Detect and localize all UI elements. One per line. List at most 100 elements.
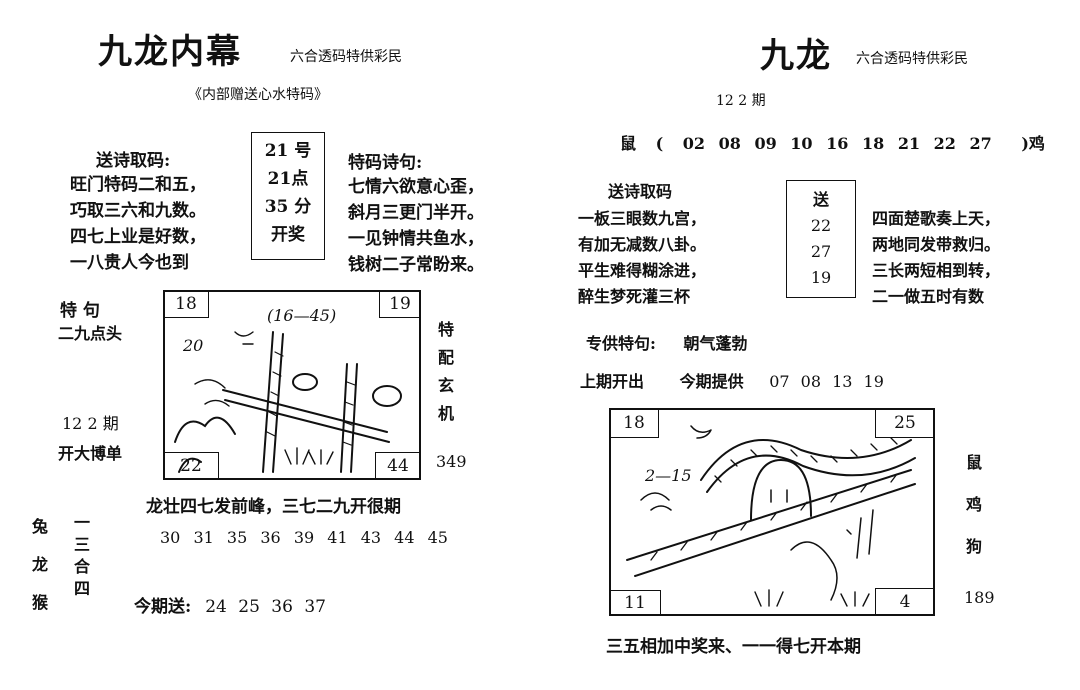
special-label: 专供特句: [586,334,656,353]
left-dragon-line: 龙壮四七发前峰，三七二九开很期 [146,497,401,517]
left-poem-line: 巧取三六和九数。 [70,201,206,221]
left-te-ju-label: 特 句 [60,301,100,321]
left-period: 12 2 期 [62,414,119,433]
send-line: 送 [812,190,829,209]
special-poem-line: 钱树二子常盼来。 [348,255,484,275]
corner-tl: 18 [609,408,659,438]
right-side-number: 189 [964,588,995,607]
draw-time-line: 35 分 [264,197,312,217]
right-poem2-line: 二一做五时有数 [872,287,985,306]
right-provide-row: 上期开出 今期提供 07 08 13 19 [580,368,884,392]
zodiac-note: 四 [74,579,91,598]
left-side-chars: 特 配 玄 机 [438,316,454,428]
today-label: 今期送: [134,597,192,617]
number: 43 [360,528,382,547]
number: 18 [861,134,885,153]
number: 44 [394,528,415,547]
left-title: 九龙内幕 [98,32,242,72]
number: 25 [238,597,260,617]
zodiac-note: 三 [74,535,91,554]
number: 30 [160,528,181,547]
number: 31 [193,528,214,547]
provide-numbers: 07 08 13 19 [769,372,884,391]
rooster-label: 鸡 [1028,134,1045,153]
number: 10 [790,134,813,153]
side-char: 机 [438,404,455,423]
number: 13 [832,372,853,391]
zodiac-note: 合 [74,557,91,576]
left-today: 今期送: 24 25 36 37 [134,592,326,617]
left-gift-note: 《内部赠送心水特码》 [188,87,328,103]
number: 41 [327,528,348,547]
right-poem-line: 醉生梦死灌三杯 [578,287,691,306]
number: 08 [718,134,741,153]
scribble-numbers: 2—15 [645,466,692,485]
left-zodiac-col2: 一 三 合 四 [74,512,90,600]
zodiac: 兔 [32,517,49,536]
right-poem2-line: 两地同发带救归。 [872,235,1001,254]
right-title: 九龙 [760,36,832,76]
corner-br: 44 [375,452,421,480]
right-picture: 18 25 11 4 2—15 [609,408,935,616]
right-subtitle: 六合透码特供彩民 [856,51,968,67]
right-poem2: 四面楚歌奏上天， 两地同发带救归。 三长两短相到转， 二一做五时有数 [872,206,1000,310]
number: 16 [826,134,849,153]
left-poem-line: 旺门特码二和五， [70,175,206,195]
corner-bl: 22 [163,452,219,480]
right-poem-label: 送诗取码 [608,182,673,201]
number: 39 [293,528,315,547]
number: 19 [863,372,884,391]
left-zodiac-col1: 兔 龙 猴 [32,508,48,622]
scribble-left: 20 [183,336,204,355]
right-send-box: 送 22 27 19 [786,180,856,298]
number: 36 [271,597,293,617]
today-numbers: 24 25 36 37 [205,597,326,617]
number: 27 [969,134,992,153]
left-side-number: 349 [436,452,467,471]
right-poem2-line: 四面楚歌奏上天， [872,209,1001,228]
number: 07 [769,372,790,391]
right-bottom-line: 三五相加中奖来、一一得七开本期 [606,637,861,657]
right-period: 12 2 期 [716,93,766,109]
corner-tr: 19 [379,290,421,318]
number: 22 [933,134,956,153]
number: 08 [800,372,821,391]
right-rat-row: 鼠 ( 02 08 09 10 16 18 21 22 27 )鸡 [620,130,1045,154]
side-zodiac: 鸡 [966,495,983,514]
left-picture: 18 19 22 44 (16—45) 20 [163,290,421,480]
right-sketch [626,425,916,607]
side-char: 玄 [438,376,455,395]
number: 02 [682,134,706,153]
draw-time-line: 21 号 [264,141,312,161]
number: 35 [226,528,248,547]
right-poem-line: 平生难得糊涂进， [578,261,707,280]
corner-bl: 11 [609,590,661,616]
number: 45 [427,528,448,547]
number: 21 [897,134,921,153]
corner-tl: 18 [163,290,209,318]
send-line: 22 [810,216,832,235]
zodiac: 龙 [32,555,49,574]
left-draw-time-box: 21 号 21点 35 分 开奖 [251,132,325,260]
number: 24 [205,597,227,617]
zodiac: 猴 [32,593,49,612]
number: 09 [754,134,777,153]
send-line: 19 [810,268,832,287]
left-subtitle: 六合透码特供彩民 [290,49,402,65]
paren-close: ) [1021,134,1029,153]
right-poem-line: 有加无减数八卦。 [578,235,707,254]
send-line: 27 [810,242,832,261]
left-sketch [174,331,402,473]
left-numbers: 30 31 35 36 39 41 43 44 45 [160,528,448,547]
right-special-row: 专供特句: 朝气蓬勃 [586,330,748,354]
side-char: 配 [438,348,455,367]
side-char: 特 [438,320,455,339]
left-special-poem-label: 特码诗句: [348,153,423,173]
left-poem-line: 四七上业是好数， [70,227,206,247]
draw-time-line: 21点 [267,169,309,189]
corner-br: 4 [875,588,935,616]
rat-label: 鼠 [620,134,637,153]
zodiac-note: 一 [74,513,91,532]
corner-tr: 25 [875,408,935,438]
left-poem-label: 送诗取码: [96,151,171,171]
